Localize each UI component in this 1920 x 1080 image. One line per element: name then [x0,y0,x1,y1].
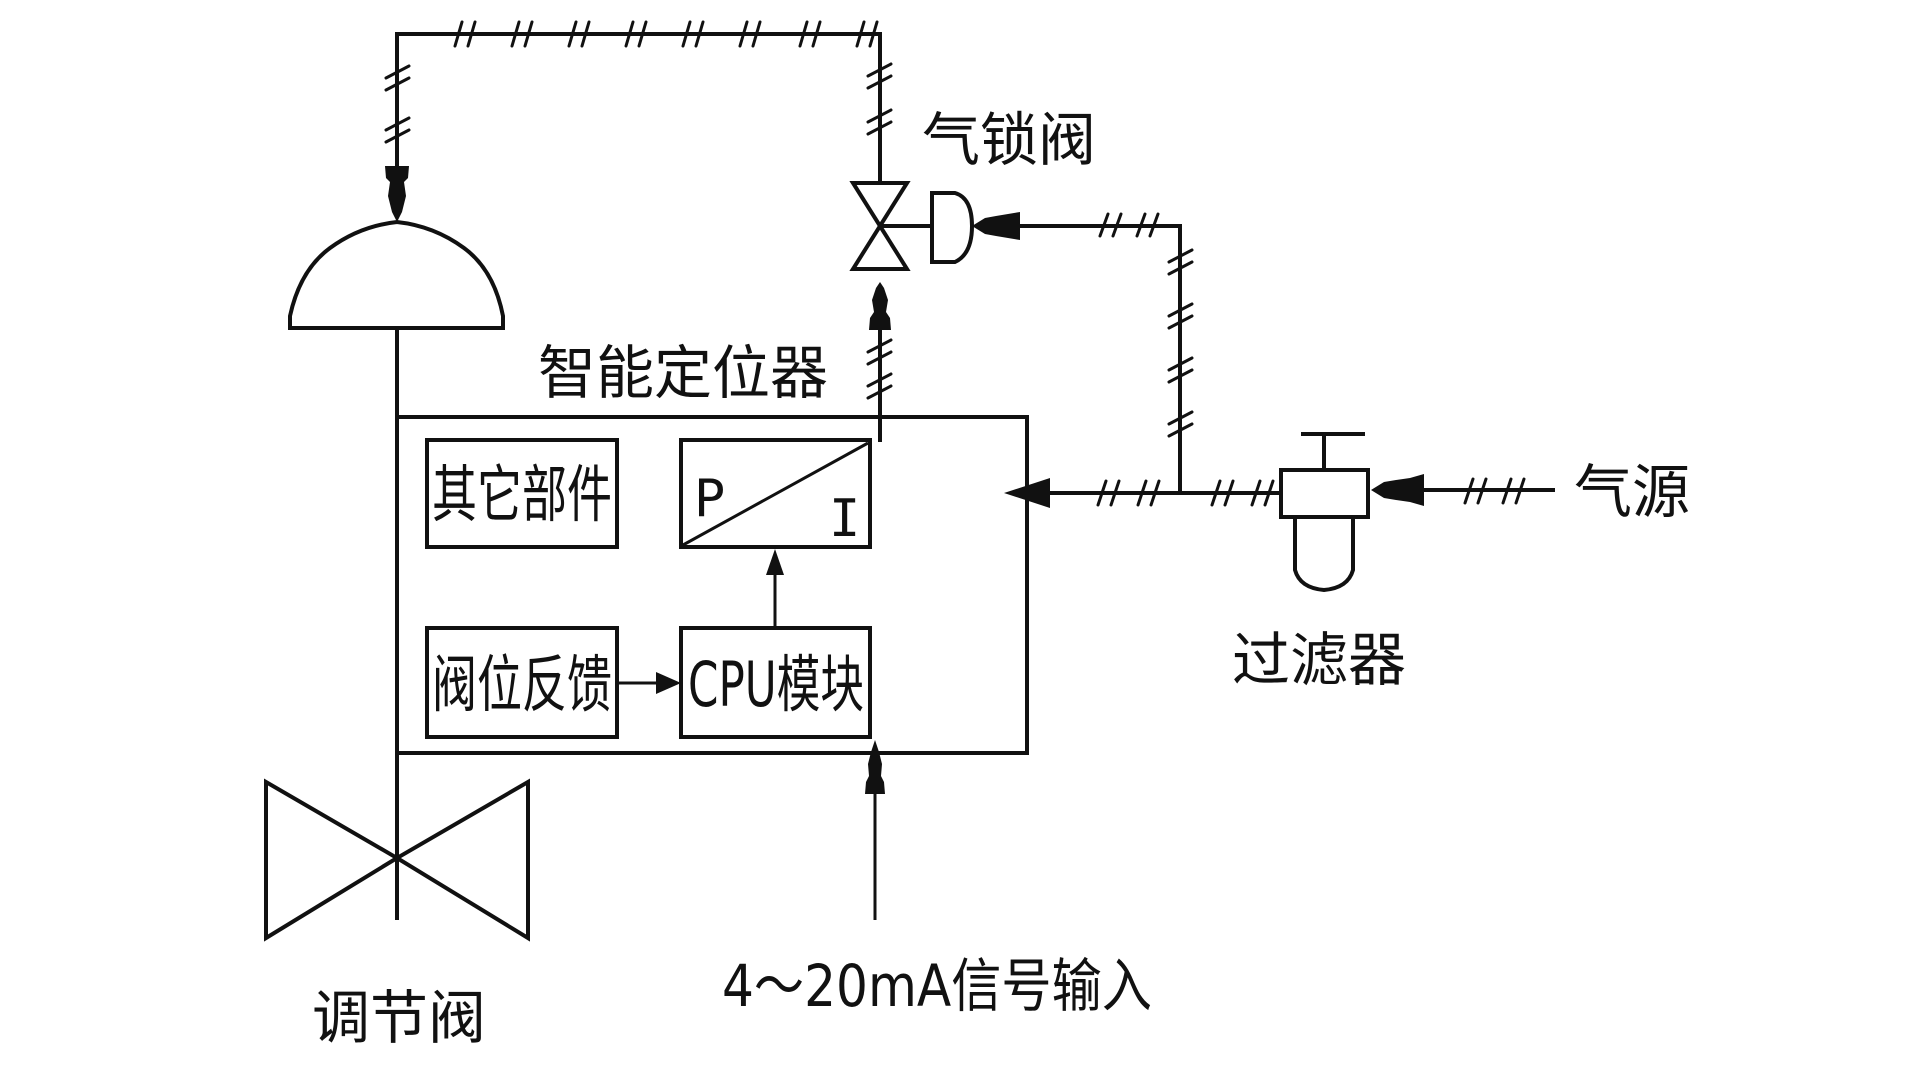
positioner-label: 智能定位器 [538,339,828,407]
converter-diagonal [682,441,869,547]
control-valve-label: 调节阀 [312,984,486,1052]
arrow-cpu-to-converter [766,549,784,628]
positioner-box[interactable] [395,415,1029,755]
filter[interactable] [1279,432,1370,593]
block-cpu-module[interactable]: CPU模块 [679,626,872,739]
signal-input-line [865,740,885,920]
block-valve-feedback[interactable]: 阀位反馈 [425,626,619,739]
block-other-parts[interactable]: 其它部件 [425,438,619,549]
cpu-module-label: CPU模块 [688,648,864,721]
signal-input-label: 4～20mA信号输入 [722,952,1152,1020]
filter-label: 过滤器 [1232,626,1406,694]
pipe-ticks-top [384,20,893,144]
arrow-into-filter [1371,474,1424,506]
pipe-source-to-filter [1371,474,1555,506]
pipe-filter-to-positioner [1004,478,1283,508]
control-valve[interactable] [264,778,530,942]
arrow-into-lockvalve [869,282,891,330]
other-parts-label: 其它部件 [432,458,612,531]
arrow-feedback-to-cpu [617,672,681,694]
actuator-dome[interactable] [288,219,505,330]
pipe-converter-to-lockvalve [866,282,893,442]
valve-feedback-label: 阀位反馈 [432,648,612,721]
block-ip-converter[interactable]: P I [679,438,872,549]
arrow-into-positioner [1004,478,1050,508]
air-source-label: 气源 [1574,458,1690,526]
air-lock-valve[interactable] [849,181,975,271]
converter-i-label: I [829,489,860,549]
arrow-into-pilot [972,212,1020,240]
air-lock-valve-label: 气锁阀 [922,106,1096,174]
pipe-pilot-to-lockvalve [972,212,1194,495]
pipe-lockvalve-to-actuator [384,20,893,222]
arrow-into-cpu [865,740,885,794]
converter-p-label: P [694,469,725,529]
arrow-into-actuator [385,166,409,222]
